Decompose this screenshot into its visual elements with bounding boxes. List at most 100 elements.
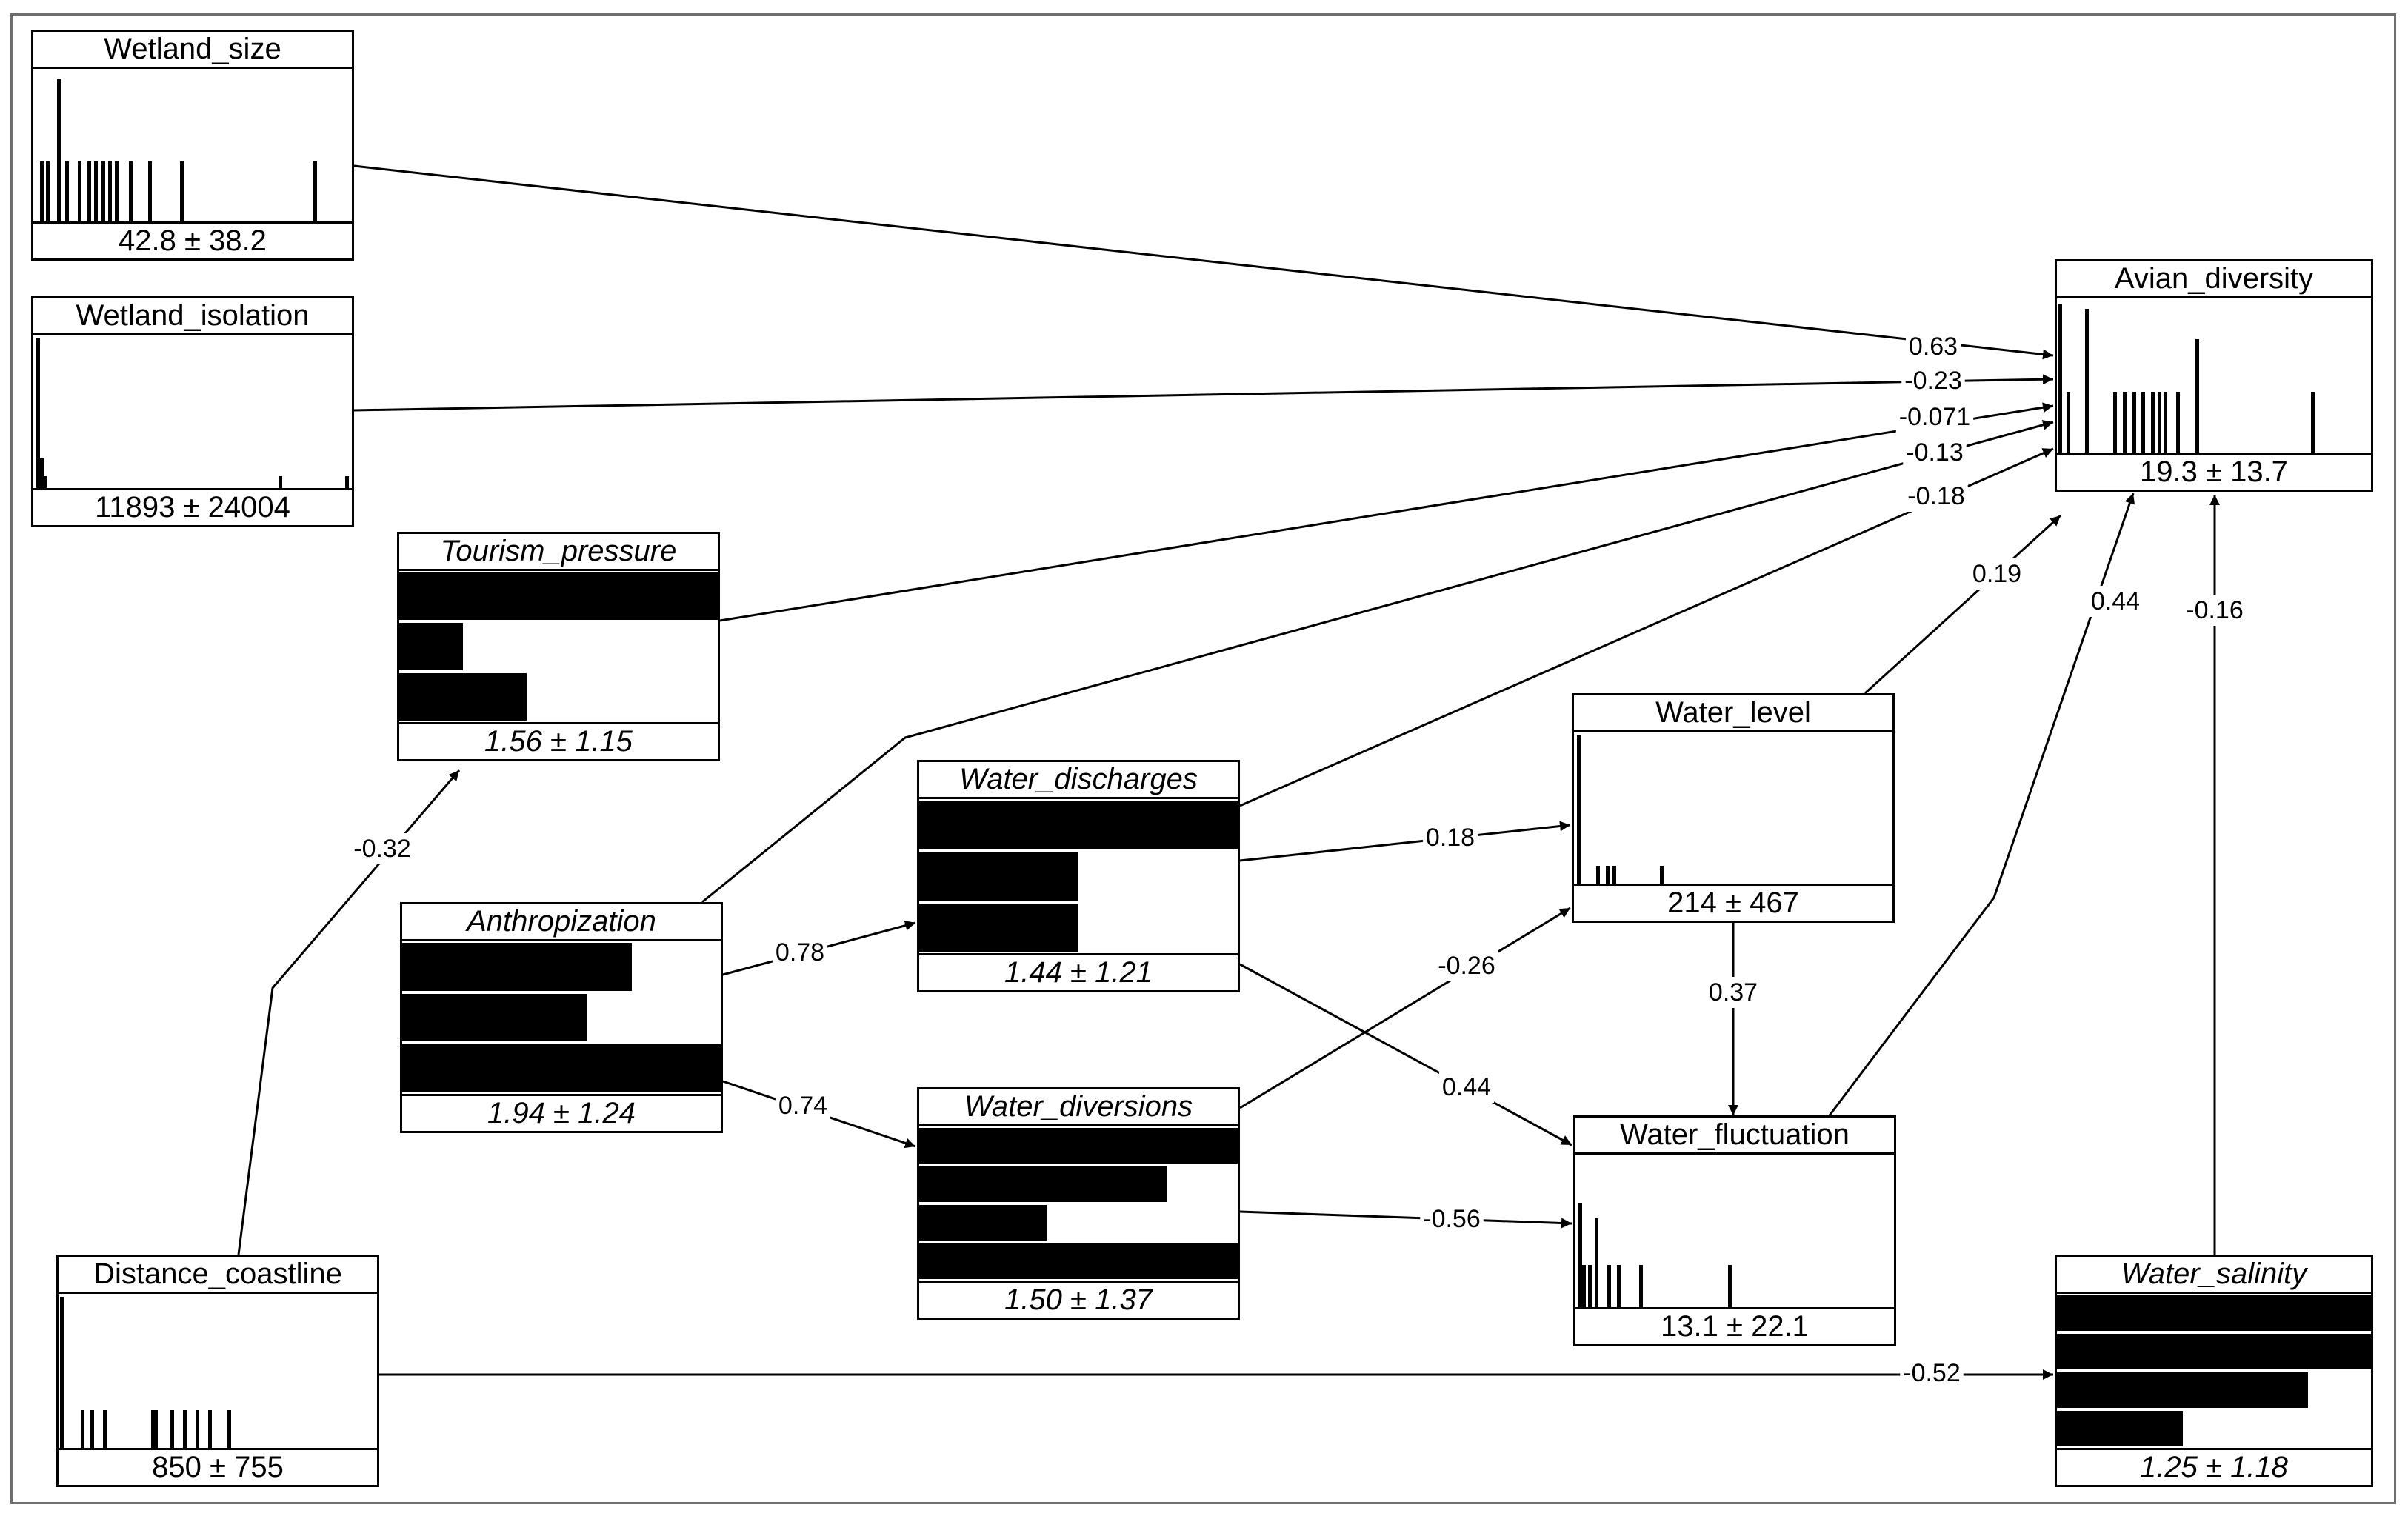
histogram-spike [114,161,119,221]
histogram-spike [150,1410,155,1448]
node-title: Water_fluctuation [1575,1118,1894,1155]
histogram-spike [2151,392,2155,453]
histogram-spike [129,161,133,221]
edge-weight-label: -0.18 [1907,482,1965,510]
edge-weight-label: 0.44 [1442,1073,1491,1101]
histogram-spike [46,161,50,221]
edge-water_diversions-to-water_fluctuation: -0.56 [1239,1203,1572,1235]
node-histogram [1575,1155,1894,1307]
edge-weight-label: 0.37 [1709,978,1758,1006]
state-bar [402,943,632,991]
state-bar [919,801,1238,849]
edge-weight-label: -0.071 [1899,403,1970,431]
histogram-spike [1612,866,1616,884]
histogram-spike [93,161,98,221]
state-bar [2057,1295,2371,1331]
state-bar [2057,1334,2371,1369]
edge-water_salinity-to-avian_diversity: -0.16 [2183,495,2247,1255]
edge-line [1239,821,1571,862]
histogram-spike [1607,1265,1611,1307]
node-bar-chart [402,941,721,1094]
edge-weight-label: -0.52 [1903,1359,1961,1387]
state-bar [919,1166,1168,1202]
edge-label-background [1435,950,1498,981]
edge-water_level-to-avian_diversity: 0.19 [1864,514,2062,695]
edge-wetland_isolation-to-avian_diversity: -0.23 [353,365,2054,412]
edge-label-background [772,937,828,968]
node-title: Wetland_size [33,32,352,69]
node-mean-sd: 1.50 ± 1.37 [919,1281,1238,1318]
node-mean-sd: 1.94 ± 1.24 [402,1094,721,1131]
node-title: Avian_diversity [2057,261,2371,298]
edge-line [353,374,2054,412]
histogram-spike [345,475,350,488]
histogram-spike [57,79,61,221]
histogram-spike [279,475,283,488]
edge-line [719,402,2054,622]
state-bar [399,673,527,721]
histogram-spike [147,161,152,221]
histogram-spike [170,1410,174,1448]
histogram-spike [2066,392,2070,453]
edge-line [1239,963,1572,1146]
edge-weight-label: 0.78 [776,938,824,967]
edge-weight-label: -0.16 [2186,596,2244,624]
histogram-spike [1606,866,1610,884]
edge-label-background [1905,331,1961,362]
histogram-spike [2141,392,2146,453]
node-bar-chart [399,571,718,722]
histogram-spike [60,1297,64,1448]
diagram-frame [10,13,2396,1504]
edge-label-background [1901,365,1965,396]
edge-water_discharges-to-water_fluctuation: 0.44 [1239,963,1572,1146]
edge-label-background [1904,481,1968,512]
histogram-spike [182,1410,187,1448]
edge-label-background [2087,586,2144,617]
edge-water_fluctuation-to-avian_diversity: 0.44 [1828,493,2144,1116]
node-mean-sd: 1.44 ± 1.21 [919,953,1238,990]
edge-label-background [1420,1203,1484,1235]
node-histogram [33,69,352,221]
histogram-spike [101,161,106,221]
edge-water_discharges-to-water_level: 0.18 [1239,821,1571,862]
histogram-spike [2176,392,2181,453]
histogram-spike [2085,309,2090,453]
histogram-spike [1616,1265,1621,1307]
histogram-spike [2164,392,2168,453]
histogram-spike [1588,1265,1592,1307]
node-title: Water_discharges [919,762,1238,799]
node-mean-sd: 1.56 ± 1.15 [399,722,718,759]
histogram-spike [227,1410,231,1448]
edge-weight-label: 0.18 [1426,824,1475,852]
edge-label-background [2183,595,2247,626]
edge-line [701,419,2054,904]
edge-weight-label: 0.44 [2091,587,2140,615]
node-mean-sd: 11893 ± 24004 [33,488,352,525]
histogram-spike [2195,339,2199,453]
edge-label-background [1969,558,2025,590]
state-bar [919,1128,1238,1164]
node-histogram [2057,298,2371,453]
histogram-spike [2157,392,2161,453]
histogram-spike [1594,1217,1598,1307]
state-bar [919,903,1078,952]
edge-weight-label: -0.23 [1904,367,1962,395]
state-bar [399,623,463,670]
edge-line [1239,907,1571,1109]
state-bar [2057,1411,2183,1446]
histogram-spike [2132,392,2136,453]
histogram-spike [1728,1265,1732,1307]
state-bar [2057,1372,2309,1408]
edge-anthropization-to-water_diversions: 0.74 [722,1080,916,1149]
edge-water_level-to-water_fluctuation: 0.37 [1705,923,1761,1115]
node-title: Water_salinity [2057,1257,2371,1294]
